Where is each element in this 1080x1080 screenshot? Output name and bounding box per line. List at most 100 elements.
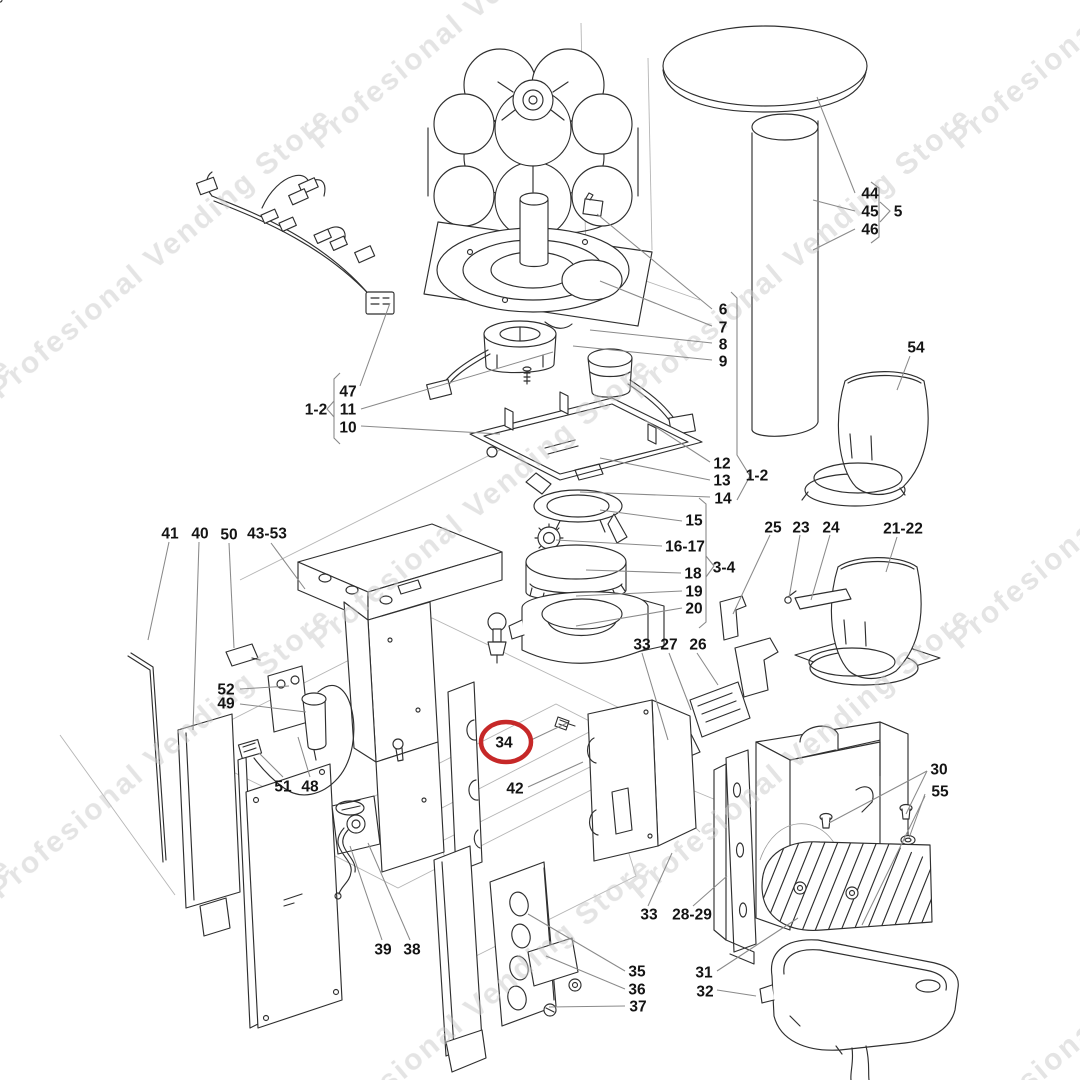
leader-line-25 xyxy=(732,534,771,615)
part-label-30: 30 xyxy=(930,762,947,779)
part-label-46: 46 xyxy=(861,222,879,239)
part-labels: 44454655467894711101-21213141-21516-1718… xyxy=(161,186,949,1016)
leader-line-46 xyxy=(812,228,856,251)
leader-line-31 xyxy=(716,917,799,972)
part-label-44: 44 xyxy=(861,186,879,203)
part-label-41: 41 xyxy=(161,526,179,543)
left-panels-drawing xyxy=(127,652,343,1029)
part-label-26: 26 xyxy=(689,637,707,654)
leader-line-14 xyxy=(579,491,711,498)
part-label-10: 10 xyxy=(339,420,356,437)
part-label-42: 42 xyxy=(506,781,523,798)
part-label-14: 14 xyxy=(714,491,732,508)
lever-drawing xyxy=(331,795,381,900)
part-label-13: 13 xyxy=(713,473,731,490)
leader-line-54 xyxy=(896,355,911,391)
watermark-text: Profesional Vending Store xyxy=(0,0,18,155)
pump-drawing xyxy=(237,665,355,796)
leader-line-50 xyxy=(228,542,235,649)
leader-line-10 xyxy=(360,425,501,435)
part-label-5: 5 xyxy=(894,204,903,221)
solenoid-drawing xyxy=(587,348,696,436)
highlight-circle xyxy=(478,719,534,765)
leader-line-19 xyxy=(575,590,683,597)
leader-line-18 xyxy=(585,569,682,574)
part-label-52: 52 xyxy=(217,682,234,699)
part-label-19: 19 xyxy=(685,584,703,601)
bracket-42-drawing xyxy=(0,0,697,862)
part-label-49: 49 xyxy=(217,696,235,713)
part-label-11: 11 xyxy=(340,402,357,419)
leader-line-39 xyxy=(349,845,383,941)
leader-line-9 xyxy=(572,345,713,361)
leader-line-11 xyxy=(360,351,554,410)
leader-line-45 xyxy=(812,199,856,212)
brew-ring-drawing xyxy=(525,472,628,544)
leader-line-35 xyxy=(527,913,626,972)
leader-line-12 xyxy=(644,419,711,463)
funnel-21-22-drawing xyxy=(794,557,941,686)
part-label-37: 37 xyxy=(629,999,646,1016)
funnel-54-drawing xyxy=(801,371,929,507)
part-label-43-53: 43-53 xyxy=(247,526,287,543)
brew-body-drawing xyxy=(487,591,665,664)
part-label-15: 15 xyxy=(685,513,703,530)
part-label-7: 7 xyxy=(719,320,728,337)
leader-line-13 xyxy=(599,457,711,481)
part-label-1-2: 1-2 xyxy=(746,468,768,485)
leader-line-30 xyxy=(828,770,928,824)
part-label-16-17: 16-17 xyxy=(665,539,705,556)
leader-line-7 xyxy=(599,280,713,327)
part-label-36: 36 xyxy=(628,982,646,999)
part-label-34: 34 xyxy=(495,735,513,752)
leader-line-26 xyxy=(696,652,719,686)
leader-line-33 xyxy=(641,652,669,741)
leader-line-40 xyxy=(192,541,200,731)
leader-line-34 xyxy=(530,722,568,741)
part-label-48: 48 xyxy=(301,779,319,796)
leader-line-16-17 xyxy=(555,539,663,547)
part-label-32: 32 xyxy=(696,984,713,1001)
leader-line-32 xyxy=(716,989,757,997)
part-label-23: 23 xyxy=(792,520,810,537)
leader-line-47 xyxy=(359,302,391,387)
part-label-27: 27 xyxy=(660,637,677,654)
part-label-3-4: 3-4 xyxy=(713,560,736,577)
part-label-18: 18 xyxy=(684,566,702,583)
watermark-text: Profesional Vending Store xyxy=(943,850,1080,1080)
part-label-25: 25 xyxy=(764,520,782,537)
leader-lines xyxy=(147,96,928,1008)
part-label-8: 8 xyxy=(719,337,728,354)
label-brackets xyxy=(326,181,891,629)
leader-line-51 xyxy=(258,752,284,778)
part-label-55: 55 xyxy=(931,784,949,801)
leader-line-6 xyxy=(596,213,713,310)
leader-line-30 xyxy=(905,770,928,815)
lid-drawing xyxy=(662,25,868,113)
canister-tube-drawing xyxy=(751,113,819,437)
leader-line-33 xyxy=(647,852,673,907)
part-label-33: 33 xyxy=(640,907,658,924)
part-label-28-29: 28-29 xyxy=(672,907,712,924)
part-label-6: 6 xyxy=(719,302,728,319)
leader-line-15 xyxy=(599,509,683,522)
bracket-35-drawing xyxy=(433,845,582,1073)
part-label-31: 31 xyxy=(695,965,713,982)
watermark-text: Profesional Vending Store xyxy=(623,100,978,405)
leader-line-23 xyxy=(788,534,801,599)
leader-line-48 xyxy=(297,736,311,778)
part-label-40: 40 xyxy=(191,526,208,543)
leader-line-49 xyxy=(239,703,307,713)
gear-drawing xyxy=(534,523,564,553)
chassis-plate-drawing xyxy=(469,391,703,481)
part-label-45: 45 xyxy=(861,204,879,221)
screws-drawing xyxy=(819,803,916,846)
tray-drawing xyxy=(759,939,959,1080)
part-label-50: 50 xyxy=(220,527,237,544)
leader-line-38 xyxy=(367,842,411,941)
part-label-47: 47 xyxy=(339,384,356,401)
part-label-39: 39 xyxy=(374,942,392,959)
clip-50-drawing xyxy=(225,643,261,667)
grill-drawing xyxy=(761,841,933,931)
